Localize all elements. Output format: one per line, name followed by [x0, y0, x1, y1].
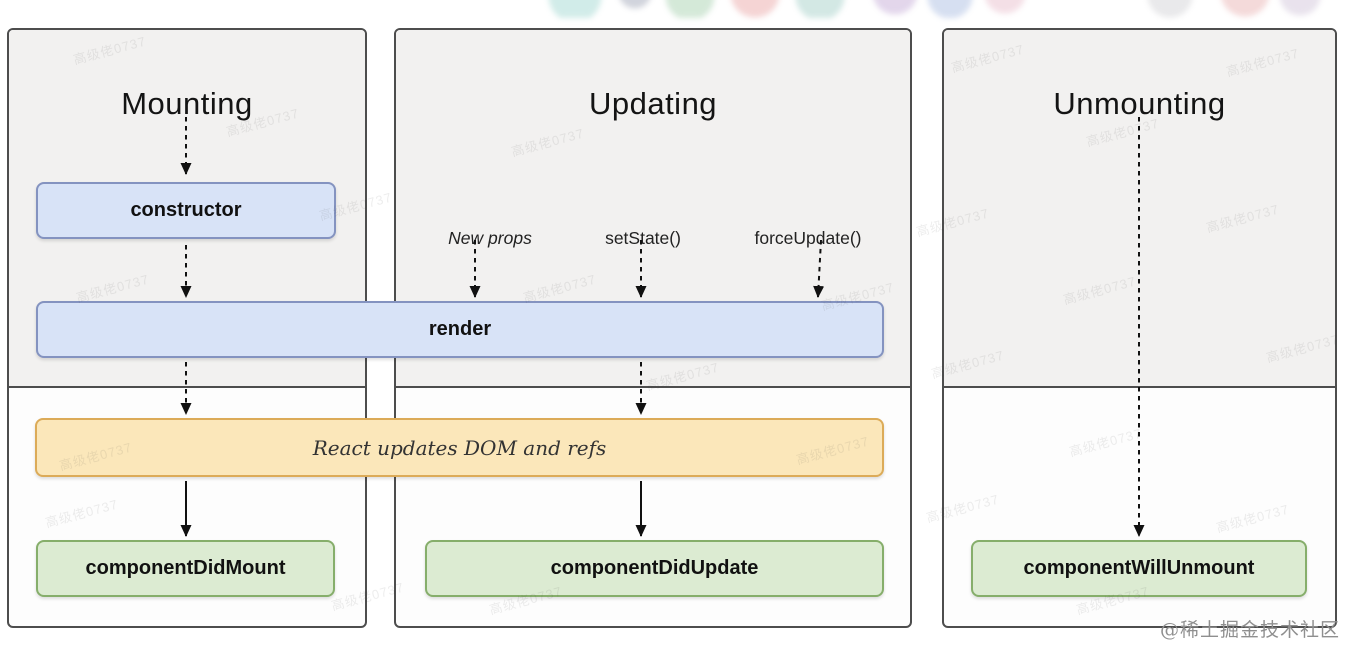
juejin-community-watermark: @稀土掘金技术社区: [1159, 619, 1340, 641]
unmounting-render-phase-zone: [944, 30, 1335, 388]
trigger-new-props: New props: [448, 228, 532, 248]
component-did-update-node: componentDidUpdate: [425, 540, 884, 597]
render-node: render: [36, 301, 884, 358]
component-will-unmount-node: componentWillUnmount: [971, 540, 1307, 597]
trigger-setstate: setState(): [605, 228, 681, 248]
mounting-title: Mounting: [121, 86, 253, 121]
component-did-mount-node: componentDidMount: [36, 540, 335, 597]
constructor-node: constructor: [36, 182, 336, 239]
updating-title: Updating: [588, 86, 718, 121]
trigger-forceupdate: forceUpdate(): [754, 228, 862, 248]
top-banner-sliver: [0, 0, 1346, 18]
unmounting-title: Unmounting: [1053, 86, 1226, 121]
react-updates-dom-node: React updates DOM and refs: [35, 418, 884, 477]
panel-unmounting: Unmounting: [942, 28, 1337, 628]
